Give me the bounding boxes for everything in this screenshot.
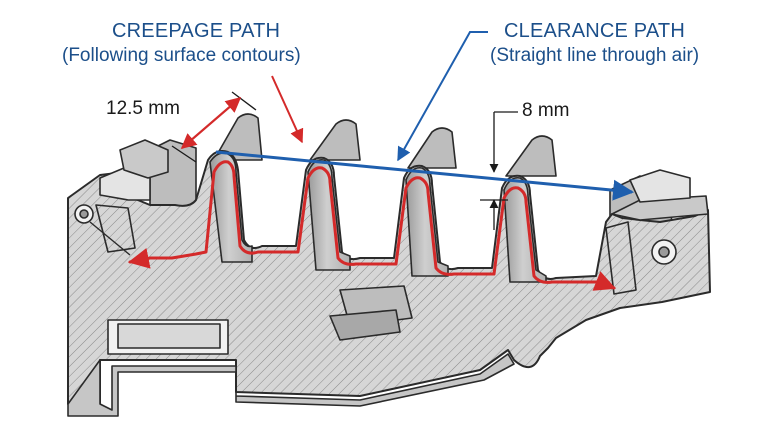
clearance-leader — [397, 31, 488, 162]
clearance-distance-label: 8 mm — [522, 100, 570, 121]
bottom-flange — [67, 353, 515, 417]
interior-voids — [107, 285, 413, 355]
creepage-leader — [271, 75, 304, 144]
clearance-path-line — [215, 150, 635, 201]
clearance-subtitle: (Straight line through air) — [490, 45, 700, 66]
dimension-12-5-mm — [171, 91, 257, 163]
creepage-path-line — [127, 160, 616, 291]
creepage-title: CREEPAGE PATH — [112, 20, 281, 42]
creepage-distance-label: 12.5 mm — [106, 98, 180, 119]
right-end-terminal — [605, 169, 709, 295]
creepage-subtitle: (Following surface contours) — [62, 45, 301, 66]
dimension-8-mm — [480, 111, 518, 230]
clearance-title: CLEARANCE PATH — [504, 20, 685, 42]
